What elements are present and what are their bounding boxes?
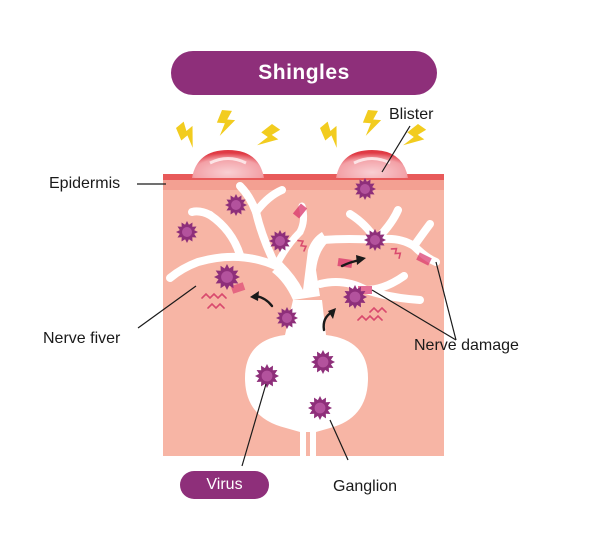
- virus-badge: Virus: [180, 471, 269, 499]
- propagation-arrows: [250, 255, 366, 332]
- lightning-bolt-icon: [257, 124, 281, 146]
- virus-core: [360, 184, 370, 194]
- label-nerve-damage: Nerve damage: [414, 337, 519, 354]
- virus-core: [370, 235, 380, 245]
- leader-lines: [137, 125, 457, 467]
- label-ganglion: Ganglion: [333, 478, 398, 495]
- ganglion-body: [245, 300, 368, 456]
- lightning-bolt-icon: [320, 121, 337, 148]
- label-virus: Virus: [206, 476, 243, 493]
- lightning-bolt-icon: [362, 110, 382, 136]
- virus-core: [275, 236, 285, 246]
- pain-lightning: [176, 110, 427, 148]
- virus-core: [261, 370, 273, 382]
- nerve-damage-markers: [230, 203, 432, 294]
- virus-particles: [176, 178, 386, 420]
- virus-core: [221, 271, 233, 283]
- page-title: Shingles: [258, 61, 350, 84]
- virus-core: [349, 291, 361, 303]
- lightning-bolt-icon: [403, 124, 427, 146]
- virus-core: [231, 200, 241, 210]
- label-blister: Blister: [389, 106, 434, 123]
- lightning-bolt-icon: [176, 121, 193, 148]
- title-banner: Shingles: [171, 51, 437, 95]
- blister-right: [336, 150, 408, 178]
- lightning-bolt-icon: [216, 110, 236, 136]
- virus-core: [182, 227, 192, 237]
- arrow-icon: [328, 308, 336, 319]
- arrow-icon: [250, 291, 259, 301]
- virus-core: [314, 402, 326, 414]
- virus-core: [317, 356, 329, 368]
- virus-core: [282, 313, 292, 323]
- label-nerve-fiber: Nerve fiver: [43, 330, 121, 347]
- arrow-icon: [356, 255, 366, 265]
- label-epidermis: Epidermis: [49, 175, 121, 192]
- irritation-marks: [201, 239, 402, 322]
- blister-left: [192, 150, 264, 178]
- ganglion-stem-gap: [306, 432, 310, 456]
